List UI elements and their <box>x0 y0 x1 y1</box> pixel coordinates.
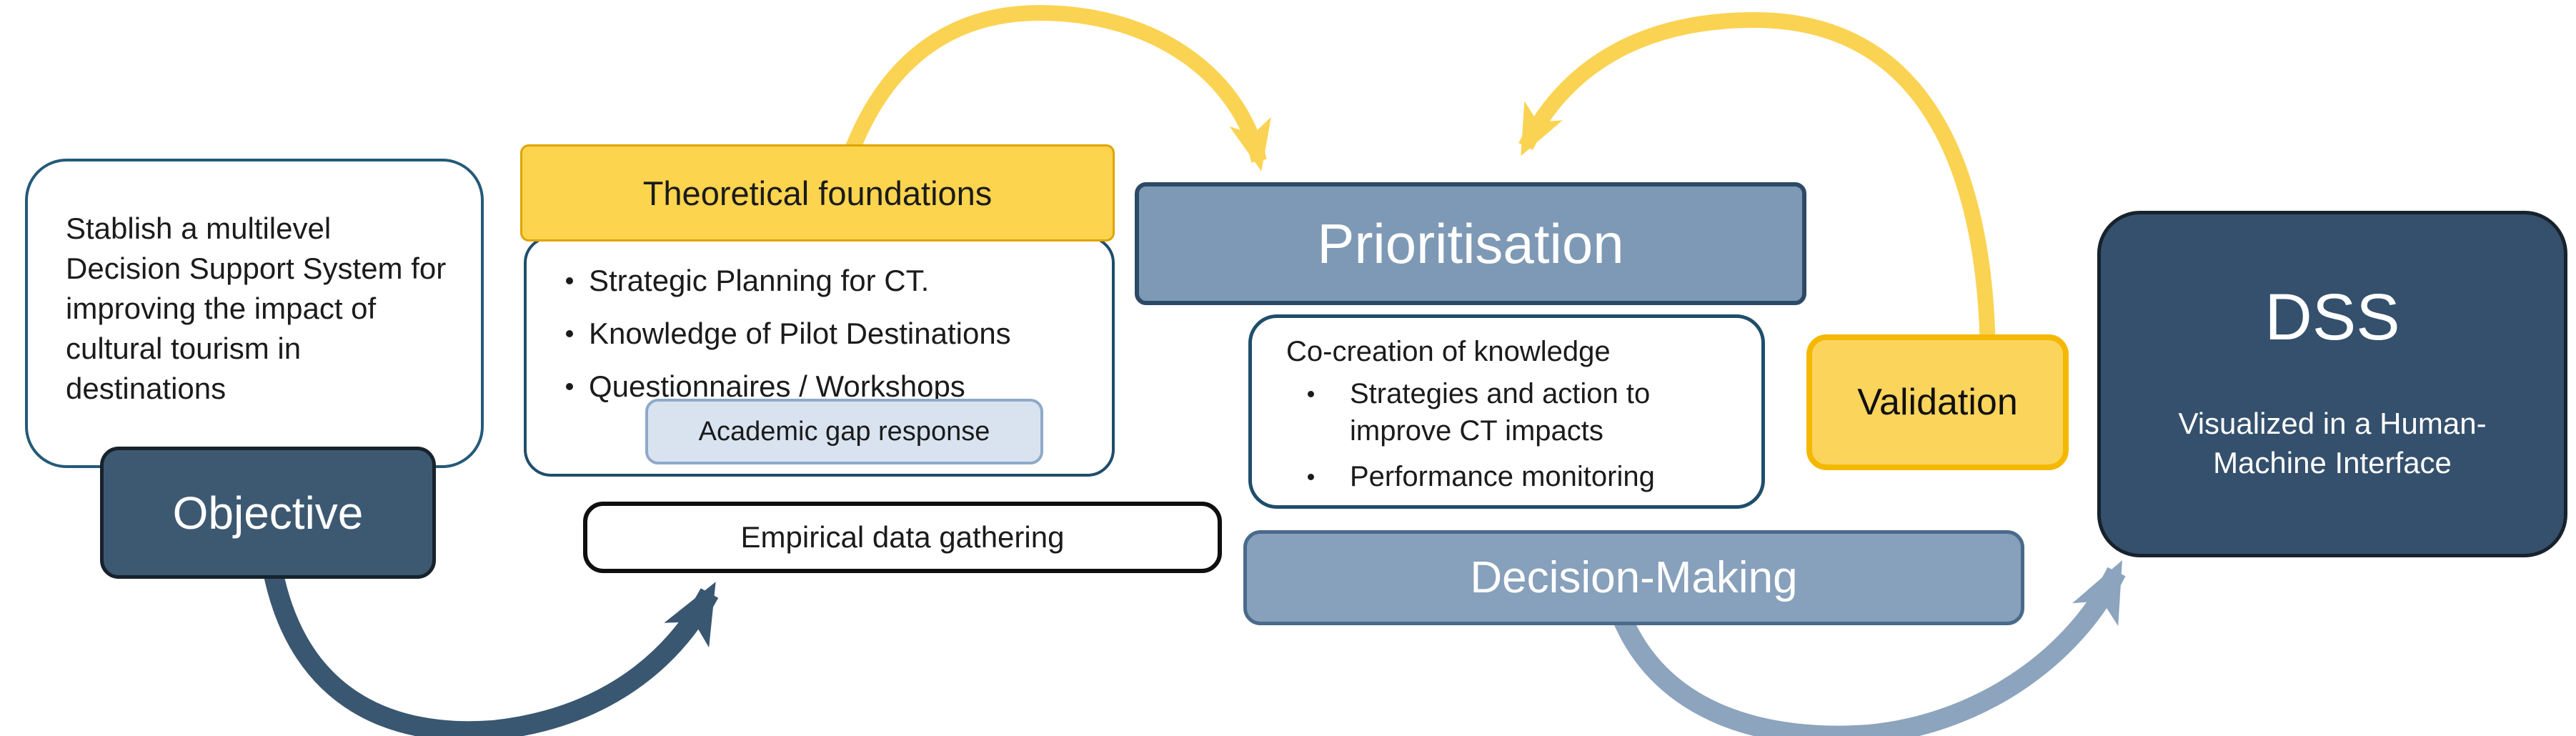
co-creation-bullet-2: Performance monitoring <box>1286 458 1736 495</box>
decision-making-label: Decision-Making <box>1470 553 1798 602</box>
objective-label: Objective <box>172 487 364 539</box>
theoretical-foundations-header: Theoretical foundations <box>520 144 1115 242</box>
bullet-icon <box>1308 474 1314 480</box>
theoretical-bullet-2: Knowledge of Pilot Destinations <box>566 313 1098 354</box>
dss-subtitle: Visualized in a Human-Machine Interface <box>2178 407 2487 479</box>
co-creation-title: Co-creation of knowledge <box>1286 336 1611 367</box>
theoretical-foundations-body: Strategic Planning for CT. Knowledge of … <box>524 236 1115 477</box>
prioritisation-label: Prioritisation <box>1317 212 1624 275</box>
co-creation-box: Co-creation of knowledge Strategies and … <box>1248 314 1765 509</box>
validation-label: Validation <box>1857 382 2018 423</box>
validation-box: Validation <box>1806 334 2069 470</box>
bullet-icon <box>566 383 573 390</box>
co-creation-bullet-1-text: Strategies and action to improve CT impa… <box>1350 378 1651 447</box>
arrow-theoretical-to-prioritisation <box>839 4 1271 171</box>
objective-note-text: Stablish a multilevel Decision Support S… <box>66 212 447 405</box>
theoretical-bullet-1-text: Strategic Planning for CT. <box>589 264 930 297</box>
dss-title: DSS <box>2264 281 2400 354</box>
arrow-validation-to-prioritisation <box>1518 11 1996 365</box>
dss-box: DSS Visualized in a Human-Machine Interf… <box>2097 211 2567 557</box>
academic-gap-response-label: Academic gap response <box>698 416 990 447</box>
co-creation-bullet-2-text: Performance monitoring <box>1350 461 1655 492</box>
empirical-data-gathering-box: Empirical data gathering <box>583 502 1222 573</box>
theoretical-foundations-title: Theoretical foundations <box>642 174 993 212</box>
theoretical-bullet-3: Questionnaires / Workshops <box>566 366 1098 407</box>
arrow-objective-to-empirical <box>263 570 719 736</box>
objective-note-box: Stablish a multilevel Decision Support S… <box>25 159 484 468</box>
co-creation-bullet-1: Strategies and action to improve CT impa… <box>1286 375 1736 449</box>
theoretical-bullet-3-text: Questionnaires / Workshops <box>589 369 965 403</box>
decision-making-box: Decision-Making <box>1243 530 2024 625</box>
bullet-icon <box>566 330 573 337</box>
empirical-data-gathering-label: Empirical data gathering <box>740 520 1065 554</box>
academic-gap-response-box: Academic gap response <box>645 399 1043 464</box>
bullet-icon <box>1308 391 1314 397</box>
theoretical-bullet-1: Strategic Planning for CT. <box>566 260 1098 302</box>
theoretical-bullet-2-text: Knowledge of Pilot Destinations <box>589 317 1011 350</box>
bullet-icon <box>566 277 573 284</box>
arrow-decision-to-dss <box>1611 560 2126 736</box>
objective-box: Objective <box>100 447 436 579</box>
prioritisation-box: Prioritisation <box>1135 182 1806 305</box>
